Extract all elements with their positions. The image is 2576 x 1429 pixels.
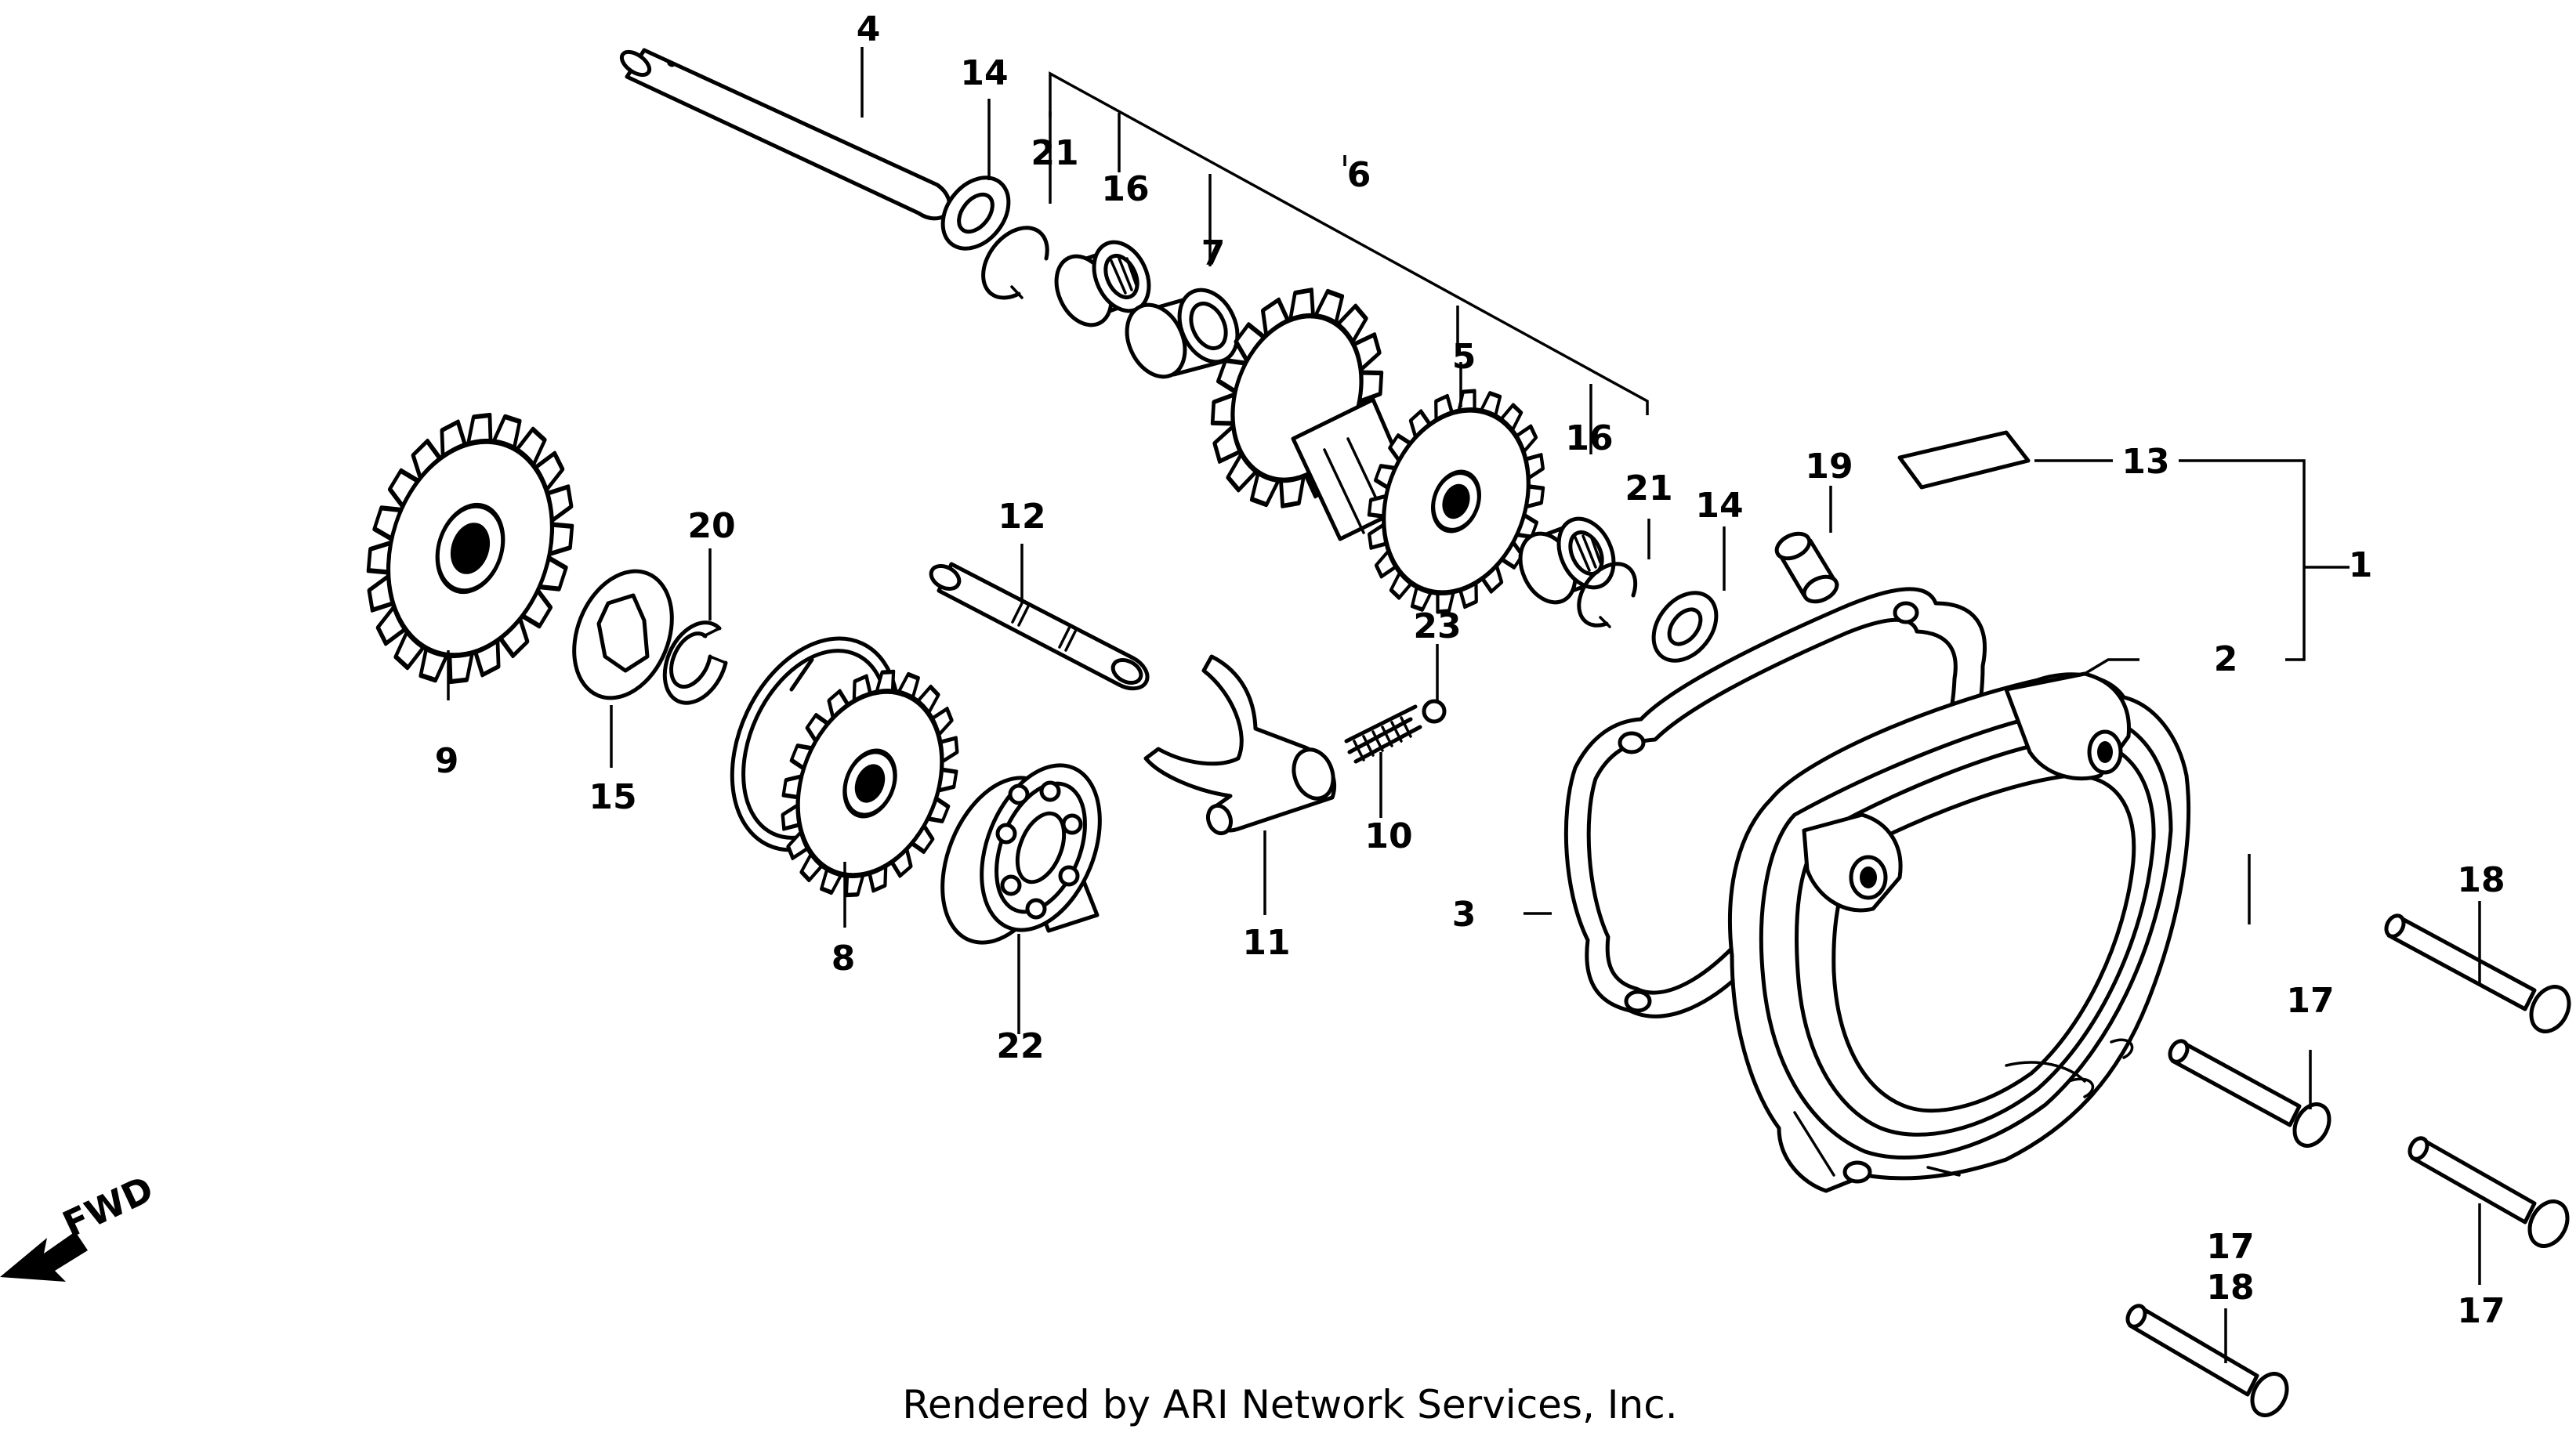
callout-9: 9 <box>435 741 459 781</box>
forward-arrow-icon: FWD <box>0 1167 160 1282</box>
callout-10: 10 <box>1364 816 1412 856</box>
bolt-17-18-bottom <box>2125 1304 2289 1417</box>
needle-bearing-lower <box>1518 516 1616 605</box>
kickstarter-spindle <box>619 48 952 221</box>
callout-numbers: 1 2 3 4 5 6 7 8 9 10 11 12 13 14 14 15 1… <box>435 9 2505 1331</box>
ball-bearing <box>940 763 1102 945</box>
bolt-17-lower-right <box>2408 1136 2570 1248</box>
ratchet-gear <box>751 646 988 921</box>
callout-15: 15 <box>589 777 636 817</box>
callout-2: 2 <box>2214 639 2238 679</box>
callout-11: 11 <box>1242 923 1290 963</box>
caution-label <box>1897 430 2031 490</box>
callout-16-upper: 16 <box>1101 169 1149 209</box>
detent-spring <box>1344 704 1422 764</box>
fwd-label: FWD <box>56 1167 160 1246</box>
callout-5: 5 <box>1452 337 1476 377</box>
callout-14-lower: 14 <box>1695 486 1743 526</box>
detent-ball <box>1422 699 1447 724</box>
bolt-18-upper <box>2384 913 2571 1033</box>
callout-12: 12 <box>998 497 1045 537</box>
callout-14-upper: 14 <box>960 53 1008 93</box>
callout-18-right: 18 <box>2457 860 2505 900</box>
callout-8: 8 <box>831 939 856 979</box>
callout-19: 19 <box>1805 447 1853 487</box>
needle-bearing-upper <box>1054 240 1151 327</box>
spindle-collar <box>1125 288 1240 379</box>
footer-credit: Rendered by ARI Network Services, Inc. <box>902 1382 1677 1427</box>
leader-lines <box>447 47 2481 1363</box>
circlip-lower <box>1577 562 1638 628</box>
fork-shaft <box>929 562 1150 691</box>
shift-fork <box>1143 654 1337 836</box>
thrust-washer-upper <box>940 175 1011 251</box>
bolt-17-middle <box>2168 1039 2331 1148</box>
callout-13: 13 <box>2121 442 2169 482</box>
callout-4: 4 <box>857 9 881 49</box>
circlip-upper <box>981 226 1049 300</box>
callout-22: 22 <box>996 1026 1044 1066</box>
callout-1: 1 <box>2349 545 2373 585</box>
callout-20: 20 <box>687 506 735 546</box>
callout-18-bottom: 18 <box>2206 1268 2254 1308</box>
dowel-pin <box>1774 531 1839 604</box>
callout-23: 23 <box>1413 606 1461 646</box>
callout-7: 7 <box>1201 233 1226 273</box>
callout-6: 6 <box>1347 155 1371 195</box>
kickstarter-gear-small <box>1339 367 1573 636</box>
callout-17-right: 17 <box>2457 1291 2505 1331</box>
callout-21-lower: 21 <box>1625 468 1672 508</box>
lock-washer <box>572 569 674 700</box>
callout-3: 3 <box>1452 895 1476 935</box>
counter-gear <box>335 389 604 708</box>
callout-17-bottom: 17 <box>2206 1227 2254 1267</box>
callout-21-upper: 21 <box>1031 133 1078 173</box>
callout-17-middle: 17 <box>2286 981 2334 1021</box>
snap-ring <box>662 620 728 705</box>
crankcase-cover <box>1728 671 2191 1193</box>
callout-16-lower: 16 <box>1565 418 1613 458</box>
thrust-washer-lower <box>1651 591 1719 663</box>
